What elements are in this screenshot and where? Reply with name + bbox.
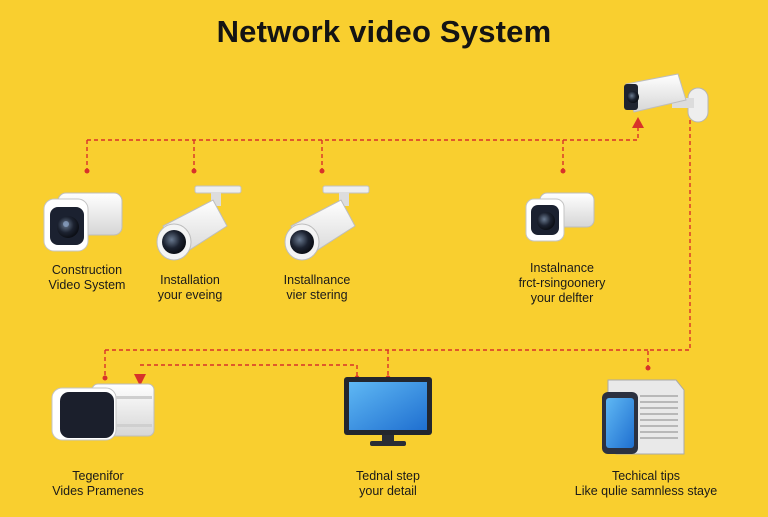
arrow-up-icon (632, 117, 644, 128)
label-camera-2: Installation your eveing (140, 273, 240, 303)
label-line: Tednal step (356, 469, 420, 483)
connector-recorder-arrow (140, 364, 358, 380)
label-server: Techical tips Like qulie samnless staye (568, 469, 724, 499)
connector-right-vertical (647, 120, 691, 368)
label-line: your detail (359, 484, 417, 498)
label-line: vier stering (286, 288, 348, 302)
label-line: Like qulie samnless staye (574, 484, 718, 498)
server-device-icon (602, 379, 685, 455)
label-line: Construction (51, 263, 123, 277)
diagram-title: Network video System (216, 14, 552, 49)
label-line: frct-rsingoonery (518, 276, 606, 290)
label-line: your eveing (157, 288, 223, 302)
connector-upper-bus (87, 124, 639, 141)
label-line: Instalnance (530, 261, 594, 275)
box-camera-icon (525, 192, 595, 242)
bullet-camera-icon (284, 185, 370, 261)
label-monitor: Tednal step your detail (335, 469, 441, 499)
arrow-down-icon (134, 374, 146, 386)
label-line: Vides Pramenes (52, 484, 144, 498)
label-line: Installation (160, 273, 220, 287)
monitor-icon (344, 377, 432, 446)
box-camera-icon (43, 192, 123, 252)
bullet-camera-icon (156, 185, 242, 261)
label-camera-1: Construction Video System (37, 263, 137, 293)
dome-camera-icon (624, 73, 709, 123)
connector-lines (86, 120, 691, 380)
label-recorder: Tegenifor Vides Pramenes (40, 469, 156, 499)
label-line: your delfter (530, 291, 594, 305)
label-line: Techical tips (611, 469, 681, 483)
label-line: Installnance (283, 273, 351, 287)
label-camera-4: Instalnance frct-rsingoonery your delfte… (500, 261, 624, 306)
label-camera-3: Installnance vier stering (267, 273, 367, 303)
label-line: Tegenifor (72, 469, 124, 483)
label-line: Video System (48, 278, 126, 292)
large-camera-icon (51, 383, 155, 441)
